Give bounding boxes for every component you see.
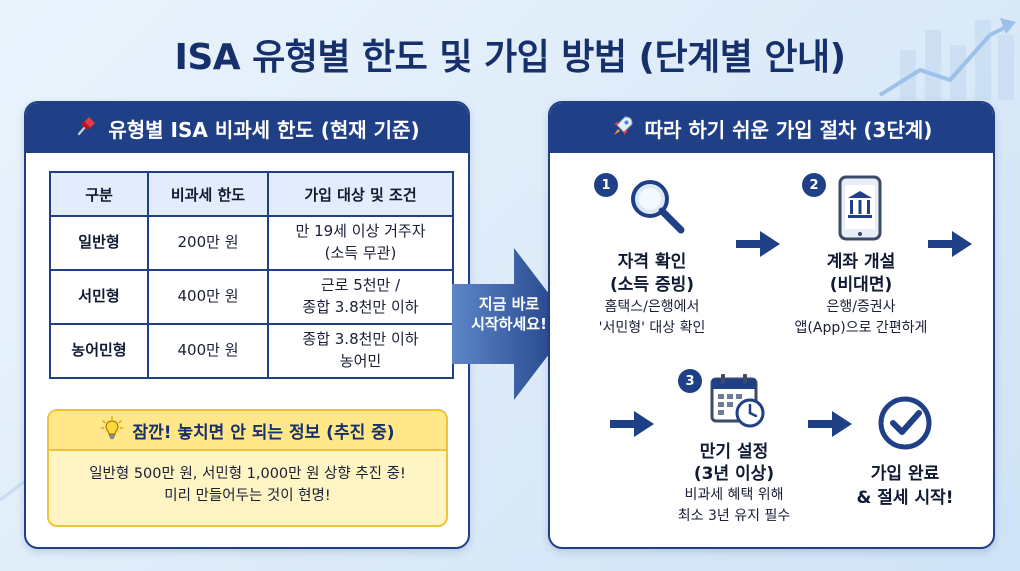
smartphone-bank-icon	[836, 175, 888, 245]
step-2: 2 계좌 개설 (비대면) 은행/증권사 앱(App)으로 간편하게	[776, 163, 946, 353]
step-description-line: 최소 3년 유지 필수	[677, 508, 791, 524]
tip-box: 잠깐! 놓치면 안 되는 정보 (추진 중) 일반형 500만 원, 서민형 1…	[47, 409, 448, 527]
type-cell: 농어민형	[49, 323, 149, 379]
column-header: 가입 대상 및 조건	[267, 171, 454, 217]
step-title: 자격 확인	[617, 252, 687, 272]
tip-body: 일반형 500만 원, 서민형 1,000만 원 상향 추진 중! 미리 만들어…	[49, 451, 446, 508]
isa-limit-table: 구분 비과세 한도 가입 대상 및 조건 일반형 200만 원 만 19세 이상…	[49, 171, 454, 379]
arrow-right-icon	[808, 411, 852, 437]
condition-line: (소득 무관)	[324, 244, 397, 262]
step-subtitle: (3년 이상)	[693, 464, 775, 484]
condition-line: 만 19세 이상 거주자	[295, 222, 426, 241]
limit-panel-title: 유형별 ISA 비과세 한도 (현재 기준)	[108, 117, 420, 142]
step-description: 비과세 혜택 위해 최소 3년 유지 필수	[652, 485, 816, 527]
step-title: 계좌 개설	[826, 252, 896, 272]
condition-line: 농어민	[339, 352, 382, 370]
step-number: 1	[594, 173, 618, 197]
cta-text: 지금 바로 시작하세요!	[460, 294, 558, 335]
table-row: 서민형 400만 원 근로 5천만 / 종합 3.8천만 이하	[49, 269, 454, 325]
limit-panel-header: 유형별 ISA 비과세 한도 (현재 기준)	[26, 103, 468, 153]
step-description-line: 앱(App)으로 간편하게	[794, 320, 928, 336]
table-row: 일반형 200만 원 만 19세 이상 거주자 (소득 무관)	[49, 215, 454, 271]
cta-line: 지금 바로	[478, 295, 540, 313]
cta-line: 시작하세요!	[471, 315, 547, 334]
table-header-row: 구분 비과세 한도 가입 대상 및 조건	[49, 171, 454, 217]
tip-line: 일반형 500만 원, 서민형 1,000만 원 상향 추진 중!	[89, 466, 406, 482]
procedure-panel: 따라 하기 쉬운 가입 절차 (3단계) 1 자격 확인 (소득 증빙) 홈택스…	[548, 101, 995, 549]
final-title: 가입 완료	[870, 464, 940, 484]
limit-cell: 200만 원	[147, 215, 269, 271]
condition-line: 종합 3.8천만 이하	[302, 298, 419, 316]
final-step: 가입 완료 & 절세 시작!	[840, 393, 970, 523]
limit-cell: 400만 원	[147, 323, 269, 379]
column-header: 구분	[49, 171, 149, 217]
page-title: ISA 유형별 한도 및 가입 방법 (단계별 안내)	[174, 37, 846, 78]
start-now-arrow: 지금 바로 시작하세요!	[452, 248, 572, 400]
type-cell: 서민형	[49, 269, 149, 325]
type-cell: 일반형	[49, 215, 149, 271]
step-description-line: 홈택스/은행에서	[604, 299, 700, 315]
arrow-right-icon	[736, 231, 780, 257]
step-1: 1 자격 확인 (소득 증빙) 홈택스/은행에서 '서민형' 대상 확인	[572, 163, 732, 353]
step-3: 3 만기 설정 (3년 이상) 비과세 혜택 위해 최소 3년 유지 필수	[652, 365, 816, 535]
step-subtitle: (비대면)	[829, 275, 893, 295]
condition-cell: 만 19세 이상 거주자 (소득 무관)	[267, 215, 454, 271]
step-description-line: 비과세 혜택 위해	[684, 487, 784, 503]
tip-title: 잠깐! 놓치면 안 되는 정보 (추진 중)	[132, 422, 395, 443]
final-subtitle: & 절세 시작!	[856, 488, 954, 508]
tip-header: 잠깐! 놓치면 안 되는 정보 (추진 중)	[49, 411, 446, 451]
step-description: 은행/증권사 앱(App)으로 간편하게	[776, 297, 946, 339]
procedure-panel-header: 따라 하기 쉬운 가입 절차 (3단계)	[550, 103, 993, 153]
limit-cell: 400만 원	[147, 269, 269, 325]
big-arrow-icon	[452, 248, 572, 400]
step-number: 2	[802, 173, 826, 197]
tip-line: 미리 만들어두는 것이 현명!	[164, 488, 331, 505]
step-description-line: 은행/증권사	[826, 299, 896, 315]
pushpin-icon	[74, 114, 98, 143]
check-circle-icon	[875, 393, 935, 457]
procedure-panel-title: 따라 하기 쉬운 가입 절차 (3단계)	[644, 117, 933, 142]
lightbulb-icon	[100, 415, 124, 445]
condition-line: 근로 5천만 /	[320, 276, 401, 295]
magnifier-icon	[626, 175, 688, 241]
step-description: 홈택스/은행에서 '서민형' 대상 확인	[572, 297, 732, 339]
step-title: 만기 설정	[699, 442, 769, 462]
limit-panel: 유형별 ISA 비과세 한도 (현재 기준) 구분 비과세 한도 가입 대상 및…	[24, 101, 470, 549]
arrow-right-icon	[928, 231, 972, 257]
rocket-icon	[611, 114, 635, 143]
column-header: 비과세 한도	[147, 171, 269, 217]
step-subtitle: (소득 증빙)	[609, 275, 695, 295]
arrow-right-icon	[610, 411, 654, 437]
condition-cell: 근로 5천만 / 종합 3.8천만 이하	[267, 269, 454, 325]
step-number: 3	[678, 369, 702, 393]
calendar-clock-icon	[708, 371, 766, 433]
step-description-line: '서민형' 대상 확인	[598, 320, 706, 336]
condition-line: 종합 3.8천만 이하	[302, 330, 419, 349]
